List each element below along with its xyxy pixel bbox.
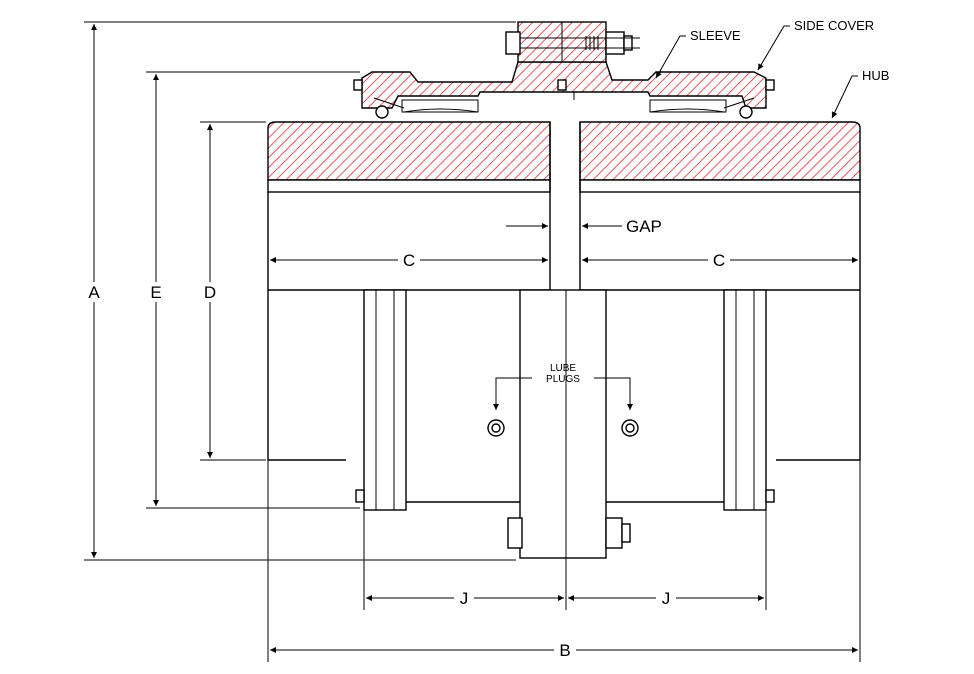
lube-label: LUBE [550, 363, 576, 374]
lube-plugs [487, 377, 639, 437]
side-cover-label: SIDE COVER [794, 18, 874, 33]
top-bolt [505, 31, 640, 55]
plugs-label: PLUGS [546, 374, 580, 385]
dimension-j-left-label: J [460, 589, 469, 608]
extension-lines [84, 21, 861, 662]
dimension-a-label: A [88, 283, 100, 302]
dimension-d-label: D [204, 283, 216, 302]
dimension-e-label: E [150, 283, 161, 302]
sleeve-label: SLEEVE [690, 28, 741, 43]
hub-label: HUB [862, 68, 889, 83]
callout-leaders [655, 25, 858, 119]
hub-elevation [267, 122, 861, 461]
dimension-j-right-label: J [662, 589, 671, 608]
dimension-b-label: B [559, 641, 570, 660]
dimension-c-left-label: C [403, 251, 415, 270]
gap-label: GAP [626, 217, 662, 236]
dimension-lines [91, 24, 858, 653]
sleeve-elevation [355, 289, 775, 559]
hub-section [267, 121, 861, 193]
dimension-c-right-label: C [713, 251, 725, 270]
